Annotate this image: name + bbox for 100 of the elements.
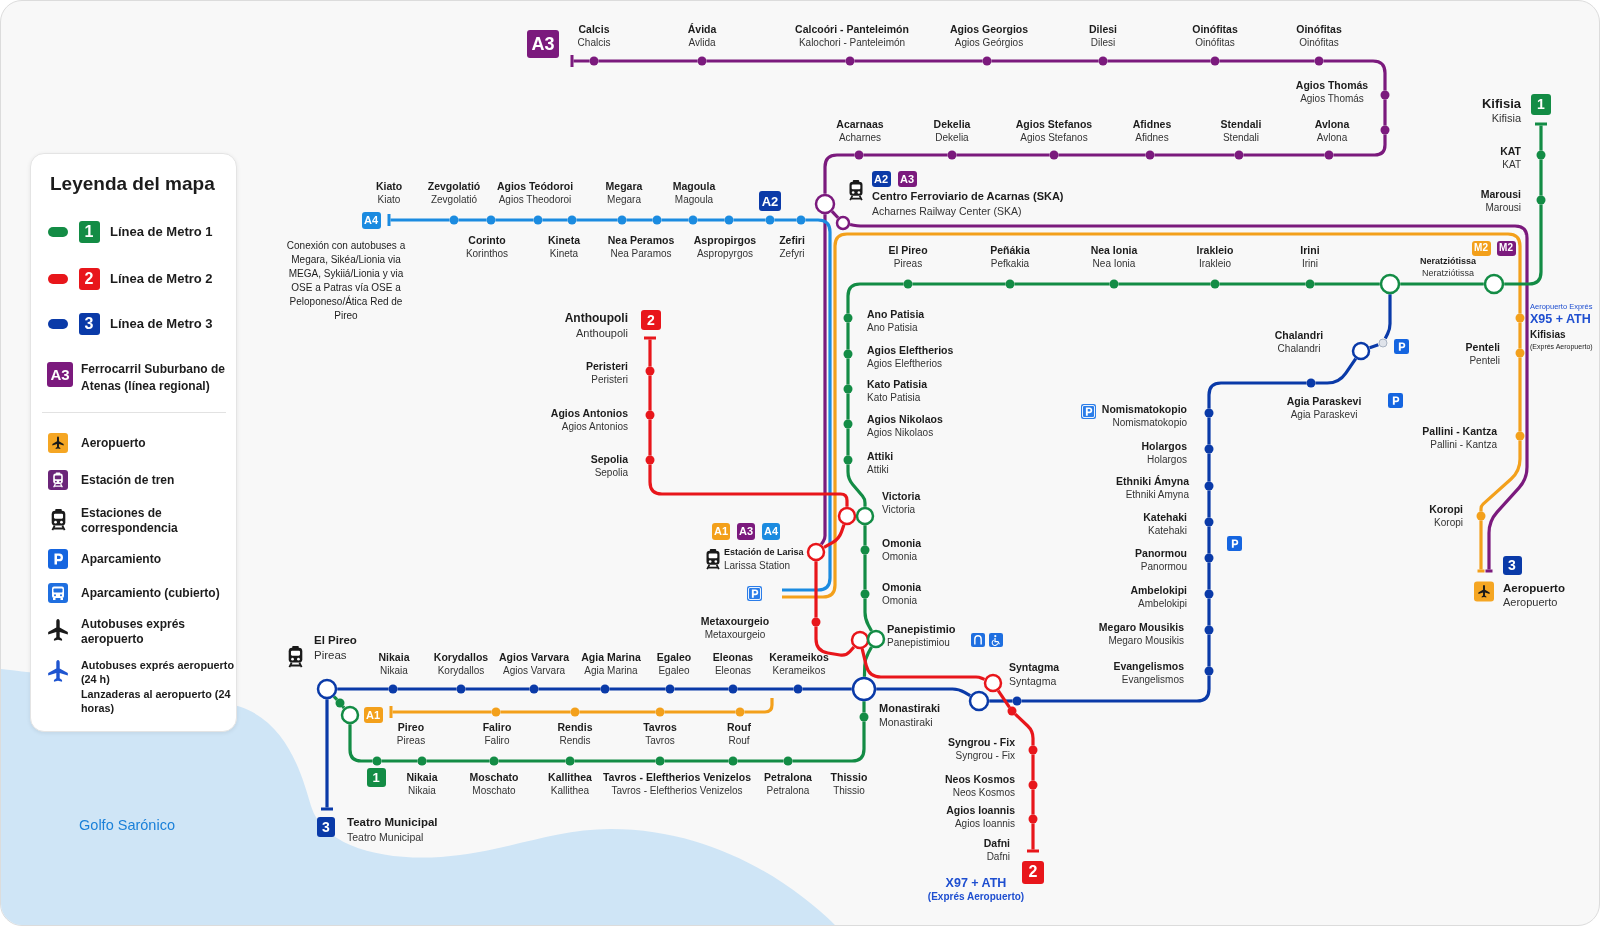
station-name: Ávida [687, 23, 717, 36]
station-name-alt: Agios Antonios [561, 421, 628, 433]
station-dot [1380, 90, 1390, 100]
route-line [863, 554, 867, 590]
station-dot [1210, 279, 1220, 289]
route-line [664, 710, 736, 714]
station-name-alt: Peristeri [591, 374, 628, 386]
interchange-ring [1379, 273, 1401, 295]
line-badge: 1 [78, 221, 100, 243]
station-name-alt: Omonia [882, 595, 917, 607]
route-line [991, 59, 1099, 63]
station-name-alt: Acharnes Railway Center (SKA) [872, 205, 1022, 218]
station-dot [1204, 625, 1214, 635]
station-name-alt: Rendis [559, 735, 591, 747]
station-name-alt: Sepolia [594, 467, 628, 479]
station-dot [1007, 706, 1017, 716]
station-name: Teatro Municipal [347, 816, 438, 830]
route-line [1014, 282, 1110, 286]
interchange-ring [806, 542, 826, 562]
station-dot [1028, 745, 1038, 755]
station-dot [1145, 150, 1155, 160]
station-name: Rendis [557, 721, 593, 734]
station-dot [335, 698, 345, 708]
interchange-ring [968, 690, 990, 712]
line-badge: A1 [712, 522, 730, 540]
route-line [573, 59, 590, 63]
legend-text: Aparcamiento [81, 551, 162, 567]
terminus-bar [321, 807, 333, 811]
route-line [737, 759, 784, 763]
station-dot [1378, 338, 1388, 348]
station-name: El Pireo [314, 634, 357, 648]
station-name-alt: Ano Patisia [867, 322, 918, 334]
station-dot [533, 215, 543, 225]
route-line [325, 699, 329, 808]
station-dot [843, 384, 853, 394]
line-badge: 2 [78, 268, 100, 290]
station-name: Agios Nikolaos [867, 413, 943, 426]
station-name-alt: Agia Marina [584, 665, 638, 677]
station-name: Nomismatokopio [1101, 403, 1187, 416]
station-name: Agios Teódoroi [496, 180, 574, 193]
terminus-bar [1477, 569, 1485, 573]
station-dot [388, 684, 398, 694]
station-dot [1476, 511, 1486, 521]
station-dot [860, 545, 870, 555]
route-line [348, 724, 373, 763]
station-name: Tavros - Eleftherios Venizelos [603, 771, 751, 784]
route-line [876, 687, 972, 698]
station-dot [1028, 780, 1038, 790]
station-name: Agios Eleftherios [867, 344, 954, 357]
station-dot [1210, 56, 1220, 66]
station-name: Corinto [468, 234, 506, 247]
line-badge: A4 [762, 522, 780, 540]
station-dot [600, 684, 610, 694]
bus-stop-name: Kifisias [1530, 329, 1566, 341]
station-name: Aeropuerto [1503, 582, 1565, 596]
station-name: Calcoóri - Panteleimón [795, 23, 909, 36]
interchange-ring [983, 673, 1003, 693]
route-line [1118, 282, 1211, 286]
station-name: Koropi [1429, 503, 1463, 516]
interchange-ring [835, 215, 851, 231]
line-badge: 3 [1502, 555, 1522, 575]
station-name: KAT [1500, 145, 1521, 158]
station-dot [567, 215, 577, 225]
station-name-alt: Agios Ioannis [954, 818, 1015, 830]
bus-service-label: (Exprés Aeropuerto) [927, 891, 1025, 903]
station-name: Zevgolatió [427, 180, 481, 193]
station-name: Petralona [764, 771, 812, 784]
interchange-ring [340, 705, 360, 725]
station-name-alt: Nikaia [408, 785, 436, 797]
station-name: Kallithea [548, 771, 592, 784]
station-name-alt: Ambelokipi [1138, 598, 1187, 610]
route-line [792, 721, 866, 763]
route-line [989, 699, 1013, 703]
station-name-alt: Kineta [549, 248, 579, 260]
bus-route-name: X97 + ATH [945, 876, 1007, 891]
interchange-ring [316, 678, 338, 700]
station-dot [529, 684, 539, 694]
station-name: Faliro [482, 721, 512, 734]
route-line [737, 687, 794, 691]
route-line [1021, 675, 1211, 703]
station-name: Agios Thomás [1295, 79, 1369, 92]
station-name: Irakleio [1196, 244, 1234, 257]
station-name: Acarnaas [836, 118, 884, 131]
station-dot [1536, 195, 1546, 205]
station-name: Estación de Larisa [724, 547, 804, 558]
route-line [341, 705, 346, 709]
route-line [538, 687, 601, 691]
station-name-alt: Kerameikos [772, 665, 826, 677]
station-name: Ano Patisia [867, 308, 925, 321]
station-dot [1028, 814, 1038, 824]
station-name-alt: Aeropuerto [1503, 596, 1558, 609]
station-name-alt: Holargos [1146, 454, 1187, 466]
station-dot [1098, 56, 1108, 66]
connection-note: Conexión con autobuses a Megara, Sikéa/Lionia via MEGA, Sykiiá/Lionia y via OSE a Patras vía OSE a Peloponeso/Ática Red de Pireo [285, 239, 407, 323]
station-dot [491, 707, 501, 717]
terminus-bar [1535, 122, 1547, 126]
route-line [1314, 282, 1380, 286]
route-line [1219, 59, 1315, 63]
station-name: Tavros [643, 721, 677, 734]
route-line [542, 218, 568, 222]
